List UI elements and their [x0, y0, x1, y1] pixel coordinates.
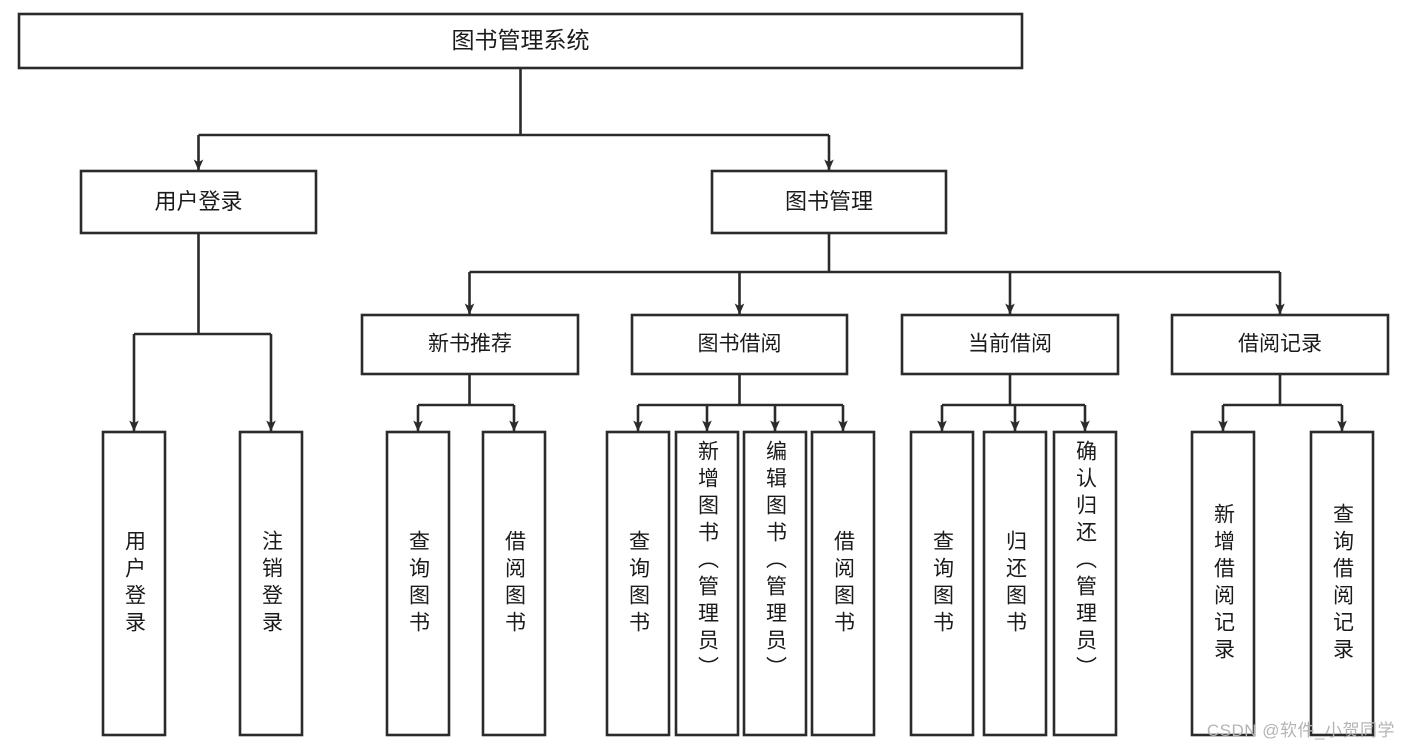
node-leaf-query-book-3-rect[interactable] — [909, 430, 975, 737]
node-borrow-record-label: 借阅记录 — [1238, 333, 1322, 356]
node-leaf-query-book-1-rect[interactable] — [385, 430, 451, 737]
node-leaf-logout-rect[interactable] — [238, 430, 304, 737]
node-leaf-user-login-rect[interactable] — [101, 430, 167, 737]
node-user-login-rect[interactable] — [79, 169, 318, 235]
node-leaf-edit-book-rect[interactable] — [742, 430, 808, 737]
node-borrow-record[interactable]: 借阅记录 — [1170, 313, 1390, 376]
node-root-label: 图书管理系统 — [452, 27, 590, 53]
node-leaf-borrow-book-2-rect[interactable] — [810, 430, 876, 737]
node-user-login[interactable]: 用户登录 — [79, 169, 318, 235]
node-leaf-add-record-rect[interactable] — [1190, 430, 1256, 737]
node-borrow-record-rect[interactable] — [1170, 313, 1390, 376]
node-leaf-confirm-return-rect[interactable] — [1052, 430, 1118, 737]
node-root-rect[interactable] — [17, 12, 1024, 70]
node-new-book-rec[interactable]: 新书推荐 — [360, 313, 580, 376]
node-leaf-query-record-rect[interactable] — [1309, 430, 1375, 737]
node-leaf-add-book-rect[interactable] — [674, 430, 740, 737]
node-new-book-rec-label: 新书推荐 — [428, 333, 512, 356]
node-leaf-borrow-book-1-rect[interactable] — [481, 430, 547, 737]
csdn-watermark: CSDN @软件_小贺同学 — [1206, 721, 1395, 740]
connector-group-borrow-record — [1218, 374, 1347, 432]
node-leaf-query-book-2-rect[interactable] — [605, 430, 671, 737]
node-current-borrow[interactable]: 当前借阅 — [900, 313, 1120, 376]
node-book-manage-label: 图书管理 — [785, 189, 873, 214]
node-book-borrow-rect[interactable] — [630, 313, 849, 376]
connector-group-book-manage — [464, 233, 1285, 315]
node-book-manage-rect[interactable] — [710, 169, 948, 235]
node-new-book-rec-rect[interactable] — [360, 313, 580, 376]
node-user-login-label: 用户登录 — [154, 189, 242, 214]
node-book-manage[interactable]: 图书管理 — [710, 169, 948, 235]
connector-group-new-book-rec — [413, 374, 519, 432]
connector-group-current-borrow — [937, 374, 1090, 432]
node-current-borrow-rect[interactable] — [900, 313, 1120, 376]
connector-group-user-login — [129, 233, 276, 432]
node-book-borrow-label: 图书借阅 — [698, 333, 782, 356]
node-leaf-return-book-rect[interactable] — [982, 430, 1048, 737]
node-current-borrow-label: 当前借阅 — [968, 333, 1052, 356]
leaf-boxes — [101, 430, 1375, 737]
connector-group-book-borrow — [633, 374, 848, 432]
node-root[interactable]: 图书管理系统 — [17, 12, 1024, 70]
connector-group-root — [193, 68, 834, 171]
node-book-borrow[interactable]: 图书借阅 — [630, 313, 849, 376]
